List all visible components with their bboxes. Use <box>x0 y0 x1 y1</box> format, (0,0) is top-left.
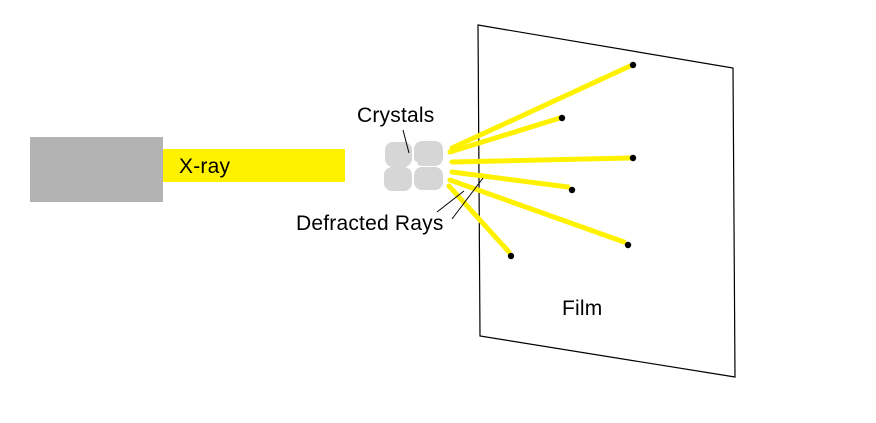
diffraction-spot <box>629 154 637 162</box>
crystal-core-dot <box>410 160 418 168</box>
film-label: Film <box>562 297 603 320</box>
diffracted-ray <box>449 169 571 190</box>
diffraction-spot <box>558 114 566 122</box>
xray-label: X-ray <box>179 155 231 178</box>
crystals-leader-line <box>402 129 410 154</box>
diffracted-ray <box>446 183 512 255</box>
diffracted-ray <box>449 155 633 165</box>
diffraction-spot <box>507 252 515 260</box>
defracted-rays-label: Defracted Rays <box>296 212 444 235</box>
defracted-rays-leader-line <box>451 177 484 220</box>
crystal-lobe <box>414 141 443 166</box>
crystal-lobe <box>414 167 443 190</box>
xray-source-box <box>30 137 163 202</box>
crystal-cluster <box>384 141 443 191</box>
film-plane <box>477 24 736 378</box>
diffracted-ray <box>447 177 627 245</box>
diffraction-spot <box>629 61 637 69</box>
diffracted-ray <box>447 115 563 155</box>
diffracted-rays-group <box>446 63 633 255</box>
xray-beam <box>163 149 345 182</box>
defracted-rays-leader-line <box>436 190 465 213</box>
diffracted-ray <box>449 63 633 151</box>
diffraction-spot <box>624 241 632 249</box>
crystal-lobe <box>384 167 412 191</box>
diffraction-spots-group <box>507 61 637 260</box>
crystal-lobe <box>385 142 412 167</box>
crystals-label: Crystals <box>357 104 435 127</box>
diffraction-spot <box>568 186 576 194</box>
